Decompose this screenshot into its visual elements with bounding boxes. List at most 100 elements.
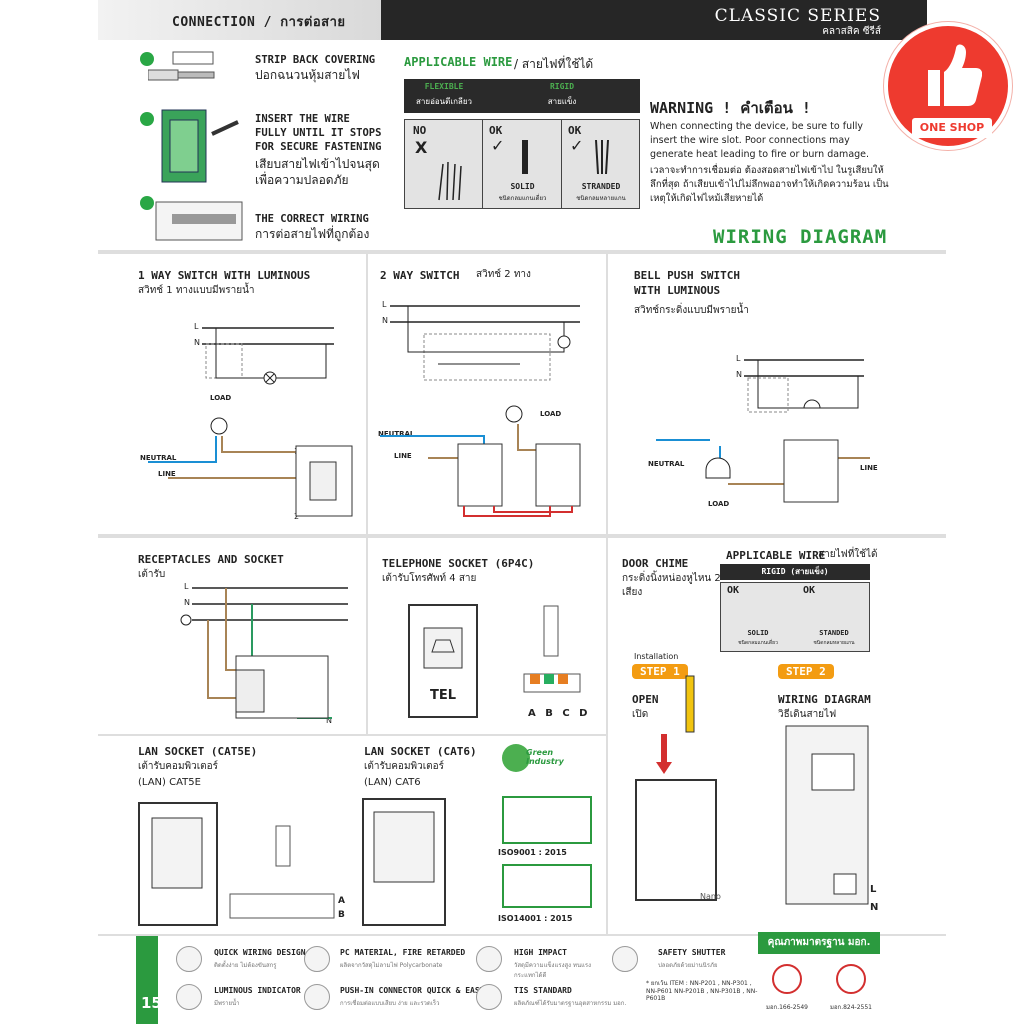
label-L: L: [184, 582, 189, 591]
safety-shutter-icon: [612, 946, 638, 972]
step-2-thai: เสียบสายไฟเข้าไปจนสุดเพื่อความปลอดภัย: [255, 157, 380, 187]
header-left: CONNECTION / การต่อสาย: [98, 0, 381, 40]
feature-desc: ติดตั้งง่าย ไม่ต้องขันสกรู: [214, 962, 277, 969]
warning-body-en: When connecting the device, be sure to f…: [650, 121, 870, 160]
one-way-title: 1 WAY SWITCH WITH LUMINOUS: [138, 269, 311, 282]
feature-title: HIGH IMPACT: [514, 948, 567, 957]
insert-illustration: [161, 109, 239, 183]
tel-label: TEL: [430, 688, 457, 703]
step-dot: [140, 52, 154, 66]
label-load: LOAD: [210, 394, 232, 402]
step-dot: [140, 112, 154, 126]
lan5-sub: (LAN) CAT5E: [138, 777, 201, 788]
label-line: LINE: [158, 470, 176, 478]
wire-type-band: FLEXIBLE สายอ่อนตีเกลียว RIGID สายแข็ง: [404, 79, 640, 113]
lan6-thai: เต้ารับคอมพิวเตอร์: [364, 761, 445, 772]
lan5-thai: เต้ารับคอมพิวเตอร์: [138, 761, 219, 772]
tis-mark-icon: [836, 964, 866, 994]
standard-banner: คุณภาพมาตรฐาน มอก.: [758, 932, 880, 954]
chime-brand: Nano: [700, 892, 721, 901]
strip-illustration: [148, 51, 215, 81]
tis-icon: [476, 984, 502, 1010]
tis-cert-2: มอก.824-2551: [830, 1004, 872, 1011]
chime-wiring-illustration: [785, 725, 869, 905]
feature-title: QUICK WIRING DESIGN: [214, 948, 306, 957]
quick-wiring-icon: [176, 946, 202, 972]
one-way-schematic: [148, 327, 353, 517]
step-2-title: INSERT THE WIRE FULLY UNTIL IT STOPS FOR…: [255, 113, 382, 153]
label-line: LINE: [860, 464, 878, 472]
lan5-plug-icon: [229, 825, 335, 919]
wiring-diagram-title: WIRING DIAGRAM: [713, 226, 888, 248]
lan6-socket-icon: [362, 798, 446, 926]
iso9001-label: ISO9001 : 2015: [498, 848, 567, 857]
label-load: LOAD: [540, 410, 562, 418]
cell-status: OK: [489, 124, 503, 137]
telephone-thai: เต้ารับโทรศัพท์ 4 สาย: [382, 573, 477, 584]
wire-cell-solid: OK ✓ SOLID ชนิดกลมแกนเดี่ยว: [483, 120, 562, 208]
panel-bell: BELL PUSH SWITCH WITH LUMINOUS สวิทช์กระ…: [608, 254, 946, 534]
step-3-title: THE CORRECT WIRING: [255, 213, 369, 225]
abcd-labels: A B C D: [528, 708, 587, 719]
label-L: L: [194, 322, 199, 331]
series-subtitle: คลาสสิค ซีรีส์: [822, 26, 881, 37]
panel-telephone: TELEPHONE SOCKET (6P4C) เต้ารับโทรศัพท์ …: [368, 538, 606, 734]
section-title: CONNECTION / การต่อสาย: [172, 15, 346, 30]
warning-title: WARNING ! คำเตือน !: [650, 99, 811, 117]
one-shop-badge[interactable]: ONE SHOP: [884, 22, 1012, 150]
bell-schematic: [656, 359, 870, 503]
luminous-indicator-icon: [176, 984, 202, 1010]
label-A: A: [338, 896, 345, 906]
stranded-label: STANDED: [819, 629, 849, 637]
chime-wire-cells: OK OK SOLID ชนิดกลมแกนเดี่ยว STANDED ชนิ…: [720, 582, 870, 652]
panel-receptacle: RECEPTACLES AND SOCKET เต้ารับ L N N: [98, 538, 366, 734]
iso14001-label: ISO14001 : 2015: [498, 914, 573, 923]
cell-mark: ✓: [570, 136, 584, 155]
stranded-th: ชนิดกลมหลายแกน: [813, 640, 855, 646]
step-1-badge: STEP 1: [632, 664, 688, 679]
letter-d: D: [579, 708, 588, 719]
green-industry-label: Green Industry: [526, 748, 564, 766]
label-L: L: [382, 300, 387, 309]
feature-desc: ผลิตจากวัสดุไม่ลามไฟ Polycarbonate: [340, 962, 443, 969]
step-2-badge: STEP 2: [778, 664, 834, 679]
ok-label: OK: [727, 585, 740, 596]
page-number: 15: [141, 994, 162, 1012]
panel-lan: LAN SOCKET (CAT5E) เต้ารับคอมพิวเตอร์ (L…: [98, 736, 606, 934]
rigid-th: สายแข็ง: [547, 97, 577, 106]
step-3-thai: การต่อสายไฟที่ถูกต้อง: [255, 227, 370, 241]
label-L: L: [736, 354, 741, 363]
rigid-label: RIGID: [549, 82, 575, 91]
solid-th: ชนิดกลมแกนเดี่ยว: [738, 640, 778, 646]
wire-cells: NO X OK ✓ SOLID ชนิดกลมแกนเดี่ยว OK ✓ ST…: [404, 119, 640, 209]
open-thai: เปิด: [632, 709, 649, 720]
two-way-thai: สวิทช์ 2 ทาง: [476, 269, 531, 280]
flexible-label: FLEXIBLE: [424, 82, 464, 91]
label-load: LOAD: [708, 500, 730, 508]
chime-label-L: L: [870, 884, 877, 895]
one-way-thai: สวิทช์ 1 ทางแบบมีพรายน้ำ: [138, 285, 255, 296]
cell-mark: X: [415, 138, 428, 157]
lan6-sub: (LAN) CAT6: [364, 777, 421, 788]
thumbs-up-icon: [928, 44, 982, 106]
two-way-title: 2 WAY SWITCH: [380, 269, 460, 282]
applicable-wire-title: APPLICABLE WIRE: [404, 55, 513, 69]
solid-label: SOLID: [747, 629, 769, 637]
installation-label: Installation: [634, 652, 679, 661]
applicable-wire-title-th: / สายไฟที่ใช้ได้: [514, 57, 594, 71]
label-N: N: [736, 370, 742, 379]
chime-wire-title-th: สายไฟที่ใช้ได้: [818, 549, 878, 560]
tis-mark-icon: [772, 964, 802, 994]
stranded-wire-icon: [595, 139, 609, 175]
chime-rigid-band: RIGID (สายแข็ง): [720, 564, 870, 580]
letter-b: B: [545, 708, 553, 719]
label-N: N: [184, 598, 190, 607]
panel-two-way: 2 WAY SWITCH สวิทช์ 2 ทาง L N LOAD NEUTR…: [368, 254, 606, 534]
label-B: B: [338, 910, 345, 920]
high-impact-icon: [476, 946, 502, 972]
badge-label: ONE SHOP: [912, 118, 992, 138]
label-line: LINE: [394, 452, 412, 460]
letter-c: C: [562, 708, 570, 719]
label-N-bottom: N: [326, 716, 332, 725]
chime-wiring-thai: วิธีเดินสายไฟ: [778, 709, 837, 720]
